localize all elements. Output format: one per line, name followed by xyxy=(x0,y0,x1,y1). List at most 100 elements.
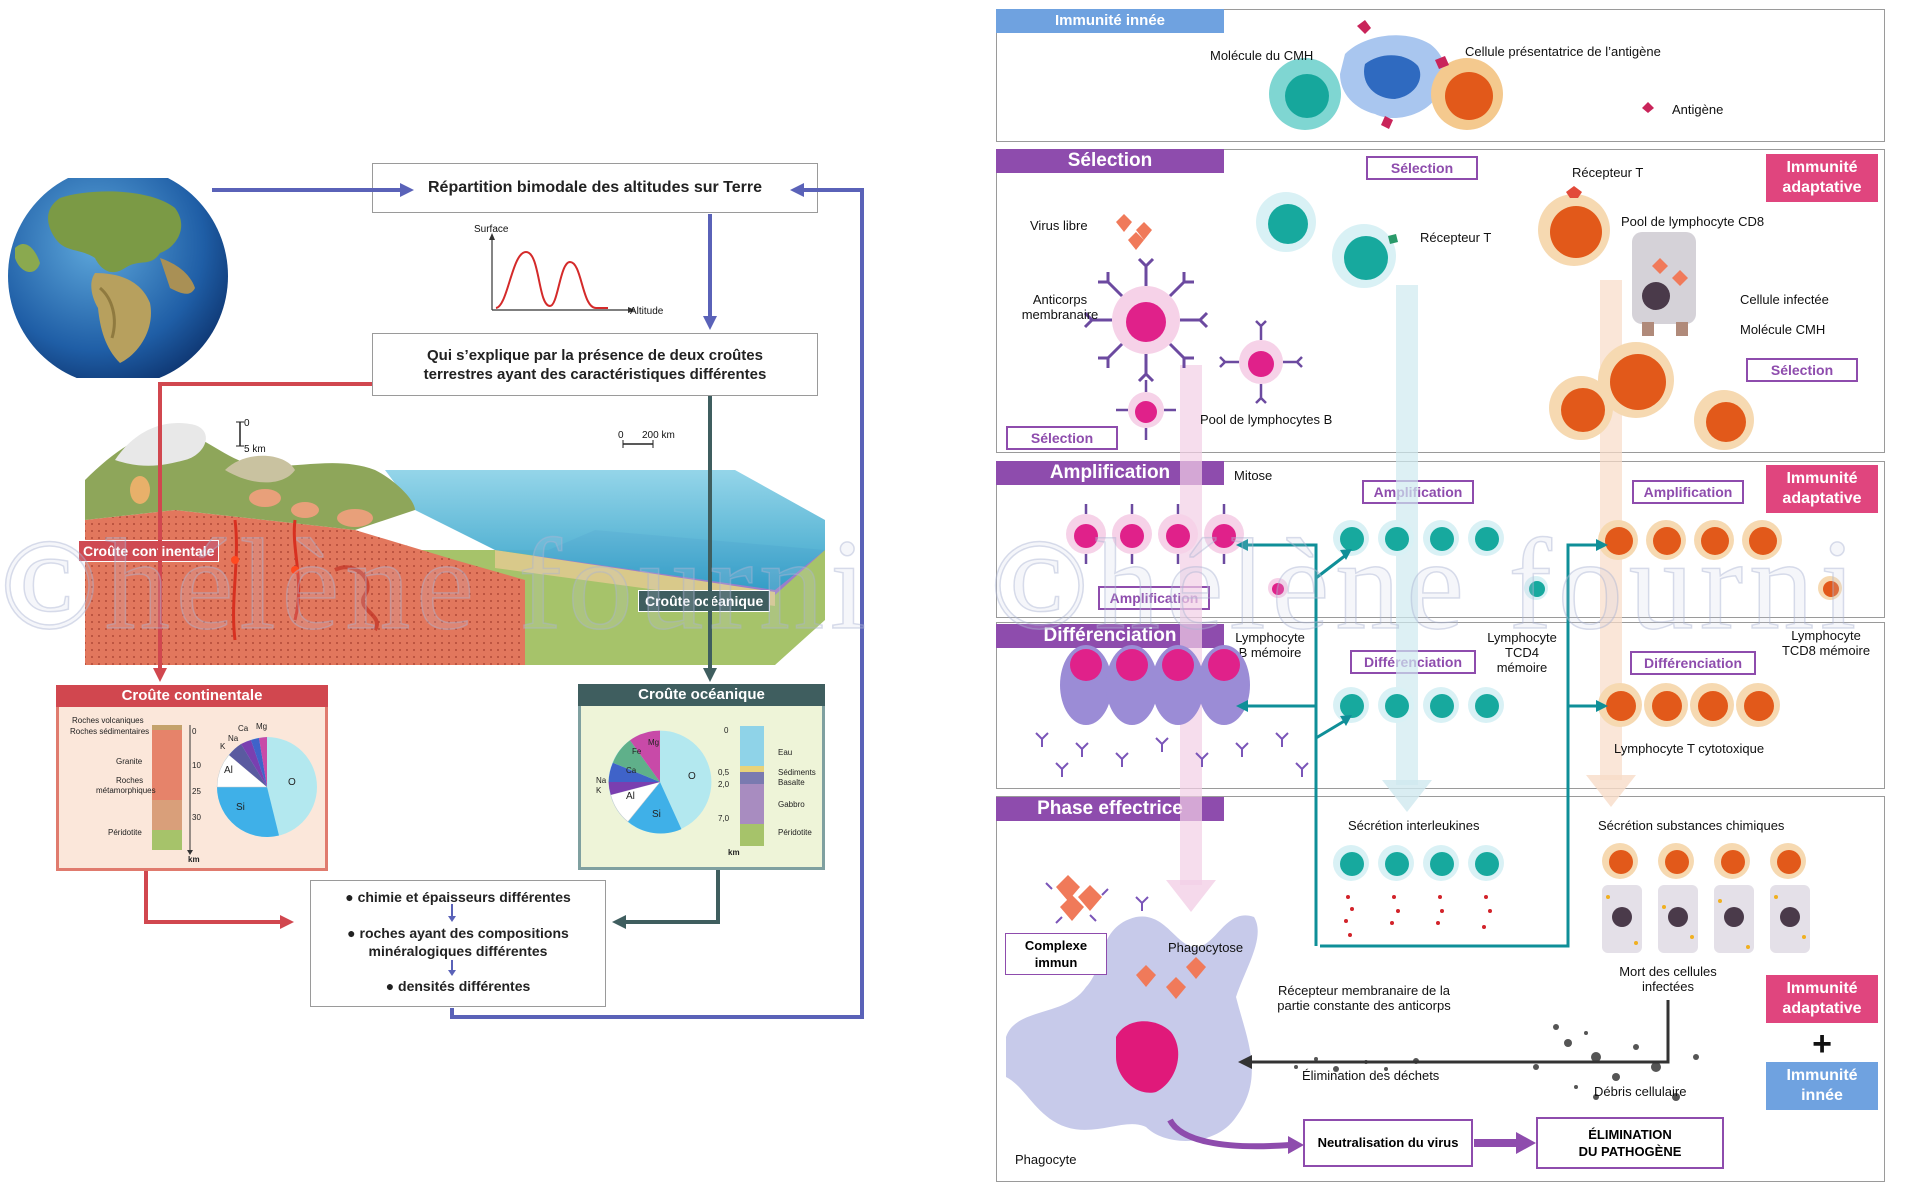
label-lb-memoire-1: Lymphocyte xyxy=(1235,630,1305,645)
label-basalte: Basalte xyxy=(778,778,805,787)
oce-pie-al: Al xyxy=(626,791,635,802)
label-phagocytose: Phagocytose xyxy=(1168,940,1244,955)
label-tcd8-1: Lymphocyte xyxy=(1791,628,1861,643)
continental-pie-chart xyxy=(216,737,317,837)
tag-amplification-2: Amplification xyxy=(1632,480,1744,504)
label-molecule-cmh-2: Molécule CMH xyxy=(1740,322,1826,337)
continental-column xyxy=(152,725,193,855)
oce-pie-si: Si xyxy=(652,809,661,820)
label-gabbro: Gabbro xyxy=(778,800,805,809)
km-cont: km xyxy=(188,855,200,864)
bimodal-altitude-box: Répartition bimodale des altitudes sur T… xyxy=(372,163,818,213)
label-anticorps-1: Anticorps xyxy=(1032,292,1088,307)
label-granite: Granite xyxy=(116,757,143,766)
two-crusts-box: Qui s’explique par la présence de deux c… xyxy=(372,333,818,396)
depth-0-oce: 0 xyxy=(724,726,729,735)
scale-5km-label: 5 km xyxy=(244,444,266,455)
summary-box xyxy=(310,880,606,1007)
label-roches-2: métamorphiques xyxy=(96,786,156,795)
elimination-line-1: ÉLIMINATION xyxy=(1588,1127,1672,1142)
amplification-cells-illustration xyxy=(1066,504,1842,600)
label-mort-1: Mort des cellules xyxy=(1619,964,1717,979)
oce-pie-ca: Ca xyxy=(626,766,637,775)
oceanic-pie-chart xyxy=(608,730,712,834)
watermark-left: ©hélène fourni xyxy=(0,512,873,658)
label-recepteur-t-1: Récepteur T xyxy=(1420,230,1492,245)
cont-pie-na: Na xyxy=(228,734,239,743)
plus-sign: + xyxy=(1812,1025,1832,1063)
scale-bar-vertical xyxy=(236,421,244,447)
oceanic-column xyxy=(740,726,764,846)
header-selection: Sélection xyxy=(996,149,1224,173)
apc-cell-illustration xyxy=(1269,20,1503,130)
tag-selection-1: Sélection xyxy=(1366,156,1478,180)
cont-pie-al: Al xyxy=(224,765,233,776)
differenciation-cells-illustration xyxy=(1035,645,1780,777)
selection-cells-illustration xyxy=(1083,186,1754,450)
label-eau: Eau xyxy=(778,748,793,757)
cont-pie-k: K xyxy=(220,742,226,751)
label-elimination-dechets: Élimination des déchets xyxy=(1302,1068,1440,1083)
label-debris: Débris cellulaire xyxy=(1594,1084,1687,1099)
cont-pie-si: Si xyxy=(236,802,245,813)
watermark-right: ©hélène fourni xyxy=(989,512,1863,658)
label-apc: Cellule présentatrice de l’antigène xyxy=(1465,44,1661,59)
two-crusts-line-2: terrestres ayant des caractéristiques di… xyxy=(423,365,767,383)
scale-0-label: 0 xyxy=(618,430,624,441)
complexe-immun-line-2: immun xyxy=(1034,955,1078,970)
cont-pie-ca: Ca xyxy=(238,724,249,733)
bullet-roches-2: minéralogiques différentes xyxy=(368,943,548,959)
depth-2-oce: 2,0 xyxy=(718,780,730,789)
depth-25-cont: 25 xyxy=(192,787,201,796)
label-secretion-il: Sécrétion interleukines xyxy=(1348,818,1480,833)
two-crusts-line-1: Qui s’explique par la présence de deux c… xyxy=(427,346,763,364)
graph-altitude-label: Altitude xyxy=(630,306,664,317)
label-tcd4-3: mémoire xyxy=(1496,660,1548,675)
label-roches-sedimentaires: Roches sédimentaires xyxy=(70,727,150,736)
oceanic-crust-label: Croûte océanique xyxy=(638,590,771,612)
label-lb-memoire-2: B mémoire xyxy=(1238,645,1302,660)
oceanic-panel-title: Croûte océanique xyxy=(578,684,825,706)
geology-arrows xyxy=(144,183,864,1019)
depth-7-oce: 7,0 xyxy=(718,814,730,823)
label-roches-volcaniques: Roches volcaniques xyxy=(72,716,144,725)
bullet-roches-1: ● roches ayant des compositions xyxy=(347,925,569,941)
header-immunite-innee: Immunité innée xyxy=(996,9,1224,33)
continental-crust-label: Croûte continentale xyxy=(78,540,220,562)
depth-05-oce: 0,5 xyxy=(718,768,730,777)
label-tcd8-2: TCD8 mémoire xyxy=(1781,643,1871,658)
label-recepteur-membr-2: partie constante des anticorps xyxy=(1277,998,1451,1013)
tag-differenciation-2: Différenciation xyxy=(1630,651,1756,675)
label-tcd4-1: Lymphocyte xyxy=(1487,630,1557,645)
continental-panel-title: Croûte continentale xyxy=(56,685,328,707)
label-peridotite-oce: Péridotite xyxy=(778,828,812,837)
oce-pie-mg: Mg xyxy=(648,738,660,747)
scale-zero-label: 0 xyxy=(244,418,250,429)
depth-10-cont: 10 xyxy=(192,761,201,770)
elimination-pathogene-box: ÉLIMINATION DU PATHOGÈNE xyxy=(1536,1117,1724,1169)
depth-0-cont: 0 xyxy=(192,727,197,736)
label-secretion-chim: Sécrétion substances chimiques xyxy=(1598,818,1785,833)
label-antigene: Antigène xyxy=(1672,102,1724,117)
label-tcd4-2: TCD4 xyxy=(1505,645,1539,660)
label-pool-b: Pool de lymphocytes B xyxy=(1200,412,1333,427)
oce-pie-fe: Fe xyxy=(632,747,642,756)
neutralisation-box: Neutralisation du virus xyxy=(1303,1119,1473,1167)
label-recepteur-t-2: Récepteur T xyxy=(1572,165,1644,180)
oce-pie-na: Na xyxy=(596,776,607,785)
tag-immunite-innee-bottom: Immunité innée xyxy=(1766,1062,1878,1110)
scale-bar-horizontal xyxy=(622,440,654,448)
label-roches-1: Roches xyxy=(116,776,144,785)
label-cellule-infectee: Cellule infectée xyxy=(1740,292,1829,307)
altitude-graph xyxy=(489,233,635,313)
tag-selection-3: Sélection xyxy=(1746,358,1858,382)
tag-immunite-adaptative-3: Immunité adaptative xyxy=(1766,975,1878,1023)
graph-surface-label: Surface xyxy=(474,224,509,235)
scale-200km-label: 200 km xyxy=(642,430,675,441)
earth-globe-icon xyxy=(8,178,228,378)
effector-phase-illustration xyxy=(1006,843,1810,1141)
complexe-immun-line-1: Complexe xyxy=(1024,938,1088,953)
label-molecule-cmh: Molécule du CMH xyxy=(1210,48,1314,63)
